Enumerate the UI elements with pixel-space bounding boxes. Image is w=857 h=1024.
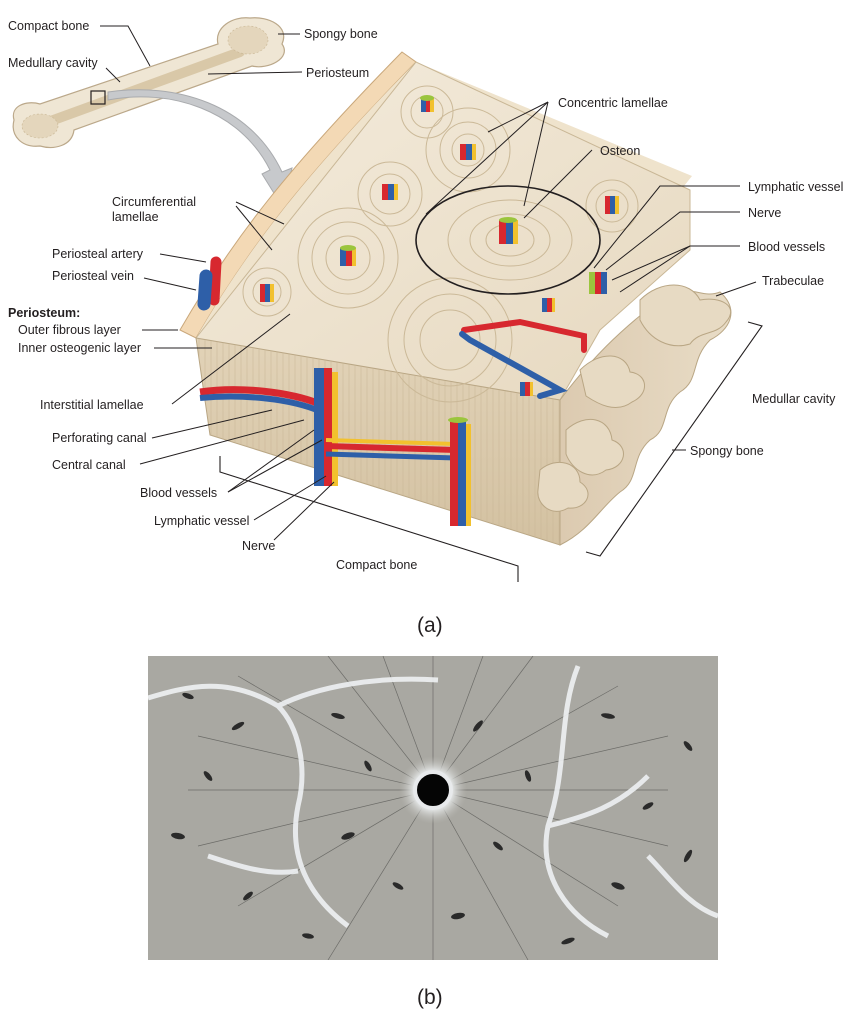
label-central-canal: Central canal xyxy=(52,458,126,472)
label-circumferential-2: lamellae xyxy=(112,210,159,224)
label-concentric-lamellae: Concentric lamellae xyxy=(558,96,668,110)
label-medullar-cavity: Medullar cavity xyxy=(752,392,836,406)
label-interstitial-lamellae: Interstitial lamellae xyxy=(40,398,144,412)
bone-micrograph xyxy=(148,656,718,960)
label-blood-vessels-bottom: Blood vessels xyxy=(140,486,218,500)
label-spongy-bone-bottom: Spongy bone xyxy=(690,444,764,458)
bone-block xyxy=(179,51,732,546)
label-perforating-canal: Perforating canal xyxy=(52,431,147,445)
label-periosteum-heading: Periosteum: xyxy=(8,306,81,320)
label-outer-fibrous-layer: Outer fibrous layer xyxy=(18,323,121,337)
label-nerve-bottom: Nerve xyxy=(242,539,276,553)
label-periosteum: Periosteum xyxy=(306,66,370,80)
leader-lines xyxy=(100,25,757,541)
caption-a: (a) xyxy=(417,614,443,637)
label-compact-bone-top: Compact bone xyxy=(8,19,90,33)
osteon-outline xyxy=(415,185,601,295)
label-lymphatic-vessel-bottom: Lymphatic vessel xyxy=(154,514,250,528)
label-blood-vessels-right: Blood vessels xyxy=(748,240,826,254)
label-circumferential-1: Circumferential xyxy=(112,195,197,209)
label-periosteal-vein: Periosteal vein xyxy=(52,269,134,283)
compact-bone-diagram xyxy=(12,17,763,582)
label-nerve-right: Nerve xyxy=(748,206,782,220)
long-bone-illustration xyxy=(12,17,285,149)
label-periosteal-artery: Periosteal artery xyxy=(52,247,144,261)
bracket-lines xyxy=(219,321,763,582)
caption-b: (b) xyxy=(417,986,443,1009)
label-osteon: Osteon xyxy=(600,144,641,158)
label-spongy-bone-top: Spongy bone xyxy=(304,27,378,41)
label-inner-osteogenic-layer: Inner osteogenic layer xyxy=(18,341,141,355)
vessel-bundles xyxy=(260,95,619,396)
label-medullary-cavity: Medullary cavity xyxy=(8,56,98,70)
central-canal-micrograph xyxy=(413,770,453,810)
label-lymphatic-vessel-right: Lymphatic vessel xyxy=(748,180,844,194)
label-compact-bone-bottom: Compact bone xyxy=(336,558,418,572)
zoom-box xyxy=(90,90,106,105)
label-trabeculae: Trabeculae xyxy=(762,274,825,288)
